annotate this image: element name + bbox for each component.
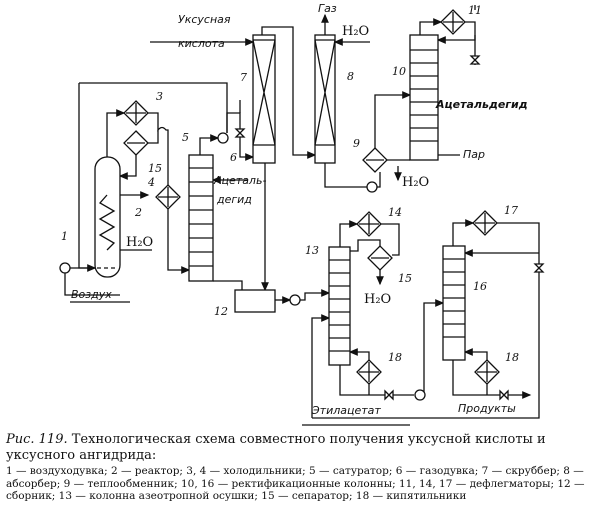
label-water: H₂O — [364, 292, 391, 307]
dephlegmator-11 — [440, 9, 466, 35]
number-9: 9 — [353, 137, 360, 150]
number-14: 14 — [388, 206, 402, 219]
label-water: H₂O — [342, 24, 369, 39]
scrubber-7 — [252, 34, 276, 164]
label-products: Продукты — [458, 402, 516, 415]
number-11: 11 — [468, 4, 482, 17]
reboiler-18 — [474, 359, 500, 385]
valve — [499, 389, 509, 401]
figure-number: Рис. 119. — [6, 432, 68, 447]
label-steam: Пар — [463, 148, 485, 161]
number-4: 4 — [147, 176, 155, 189]
number-2: 2 — [134, 206, 142, 219]
number-17: 17 — [504, 204, 518, 217]
rectification-column-16 — [442, 245, 466, 361]
absorber-8 — [314, 34, 336, 164]
number-5: 5 — [182, 131, 189, 144]
figure-title: Технологическая схема совместного получе… — [6, 432, 546, 463]
rectification-column-10 — [409, 34, 439, 161]
number-7: 7 — [240, 71, 247, 84]
pump — [414, 389, 426, 401]
valve — [533, 263, 545, 273]
equipment-numbers: 1 2 3 4 5 6 7 8 9 10 11 12 13 14 15 15 1… — [61, 4, 519, 364]
number-16: 16 — [473, 280, 487, 293]
pump — [289, 294, 301, 306]
dephlegmator-17 — [472, 210, 498, 236]
label-acetic-acid: Уксусная — [178, 13, 231, 26]
number-18: 18 — [388, 351, 402, 364]
figure-caption: Рис. 119. Технологическая схема совместн… — [6, 432, 606, 503]
number-3: 3 — [156, 90, 163, 103]
process-flow-diagram: Уксусная кислота Газ H₂O Ацетальдегид Ац… — [59, 2, 545, 426]
valve — [384, 389, 394, 401]
label-acetaldehyde-left-2: дегид — [216, 193, 252, 206]
blower-1 — [59, 262, 71, 274]
saturator-5 — [188, 154, 214, 282]
azeotropic-drying-column-13 — [328, 246, 351, 366]
reactor-2 — [94, 156, 121, 278]
separator-15 — [123, 130, 149, 156]
number-1: 1 — [61, 230, 68, 243]
valve — [234, 128, 246, 138]
number-8: 8 — [347, 70, 354, 83]
separator-15 — [367, 245, 393, 271]
label-ethyl-acetate: Этилацетат — [311, 404, 381, 417]
figure-legend: 1 — воздуходувка; 2 — реактор; 3, 4 — хо… — [6, 465, 585, 502]
label-acetic-acid-2: кислота — [178, 37, 225, 50]
number-10: 10 — [392, 65, 406, 78]
label-acetaldehyde-left: Ацеталь- — [213, 174, 266, 187]
number-15: 15 — [148, 162, 162, 175]
dephlegmator-14 — [356, 211, 382, 237]
cooler-3 — [123, 100, 149, 126]
number-15: 15 — [398, 272, 412, 285]
number-12: 12 — [214, 305, 228, 318]
label-water: H₂O — [126, 235, 153, 250]
reboiler-18 — [356, 359, 382, 385]
number-18: 18 — [505, 351, 519, 364]
heat-exchanger-9 — [362, 147, 388, 173]
gas-blower-6 — [217, 132, 229, 144]
valve — [469, 55, 481, 65]
cooler-4 — [155, 184, 181, 210]
number-6: 6 — [230, 151, 237, 164]
pump — [366, 181, 378, 193]
label-gas: Газ — [318, 2, 337, 15]
label-acetaldehyde: Ацетальдегид — [435, 98, 528, 111]
label-water: H₂O — [402, 175, 429, 190]
number-13: 13 — [305, 244, 319, 257]
collector-12 — [234, 289, 276, 313]
label-air: Воздух — [71, 288, 112, 301]
